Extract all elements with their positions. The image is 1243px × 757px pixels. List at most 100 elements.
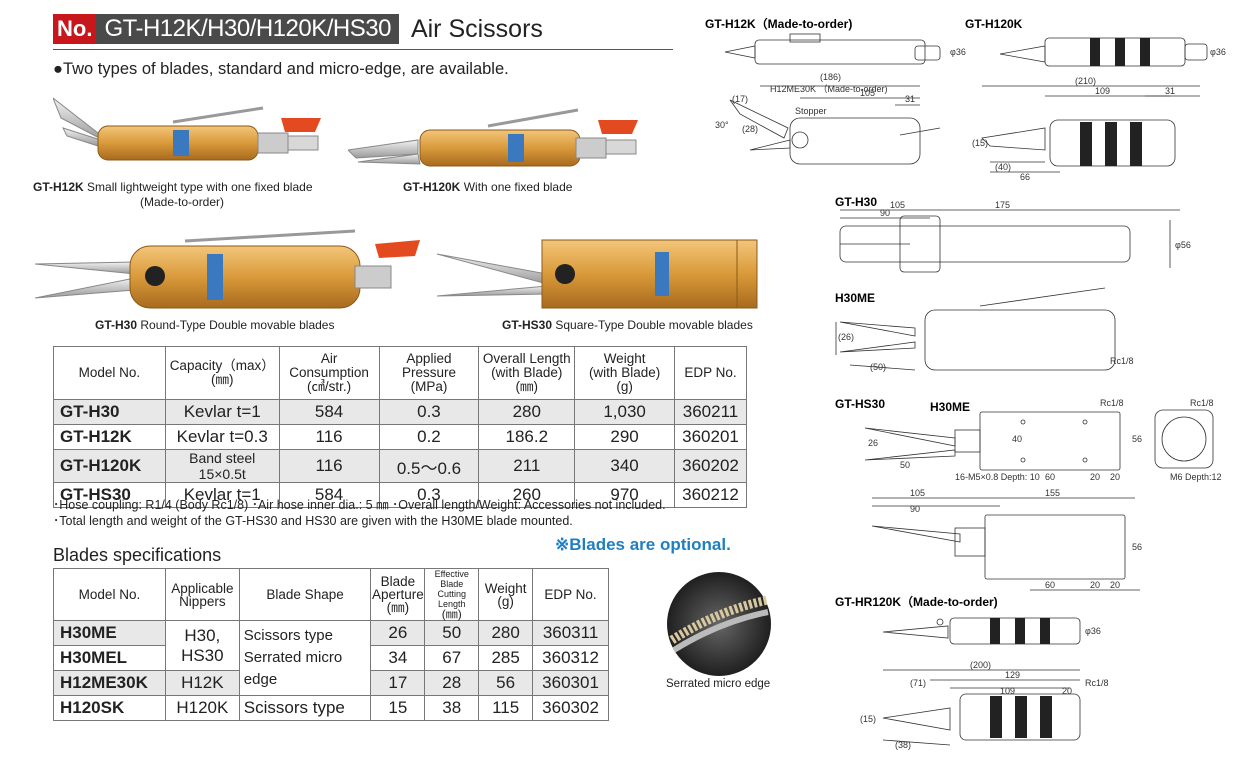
svg-text:90: 90 <box>880 208 890 218</box>
gt-h12k-desc: Small lightweight type with one fixed bl… <box>87 180 313 194</box>
svg-text:H12ME30K （Made-to-order): H12ME30K （Made-to-order) <box>770 84 888 94</box>
svg-text:(15): (15) <box>860 714 876 724</box>
col-weight: Weight(with Blade)(g) <box>574 346 675 400</box>
svg-text:Rc1/8: Rc1/8 <box>1190 398 1214 408</box>
svg-text:Rc1/8: Rc1/8 <box>1100 398 1124 408</box>
svg-text:M6 Depth:12: M6 Depth:12 <box>1170 472 1222 482</box>
drawing-label-h30: GT-H30 <box>835 195 877 209</box>
gt-h120k-photo <box>348 108 638 167</box>
svg-text:(210): (210) <box>1075 76 1096 86</box>
no-badge: No. <box>53 14 97 44</box>
spec-header-row: Model No. Capacity（max）(㎜) Air Consumpti… <box>53 346 748 400</box>
gt-h30-caption: GT-H30 Round-Type Double movable blades <box>95 318 334 332</box>
svg-text:(17): (17) <box>732 94 748 104</box>
svg-text:Stopper: Stopper <box>795 106 827 116</box>
svg-text:20: 20 <box>1110 472 1120 482</box>
drawing-label-hr120k: GT-HR120K（Made-to-order) <box>835 594 998 609</box>
svg-text:155: 155 <box>1045 488 1060 498</box>
col-model: Model No. <box>53 568 166 621</box>
serrated-edge-caption: Serrated micro edge <box>666 678 771 690</box>
drawing-label-hs30: GT-HS30 <box>835 397 885 411</box>
svg-text:φ56: φ56 <box>1175 240 1191 250</box>
gt-h120k-model: GT-H120K <box>403 180 461 194</box>
col-pressure: Applied Pressure(MPa) <box>378 346 480 400</box>
page-title: Air Scissors <box>410 14 543 43</box>
feature-bullet: ●Two types of blades, standard and micro… <box>53 60 509 78</box>
gt-h120k-caption: GT-H120K With one fixed blade <box>403 180 572 194</box>
svg-text:50: 50 <box>900 460 910 470</box>
gt-h12k-model: GT-H12K <box>33 180 84 194</box>
model-list: GT-H12K/H30/H120K/HS30 <box>96 14 399 44</box>
svg-text:20: 20 <box>1090 472 1100 482</box>
col-air: Air Consumption(㎤/str.) <box>278 346 380 400</box>
svg-text:(40): (40) <box>995 162 1011 172</box>
serrated-edge-photo <box>667 572 771 676</box>
svg-text:30°: 30° <box>715 120 729 130</box>
svg-text:(50): (50) <box>870 362 886 372</box>
svg-text:90: 90 <box>910 504 920 514</box>
col-length: Overall Length(with Blade)(㎜) <box>478 346 576 400</box>
gt-h12k-photo <box>53 97 321 161</box>
col-model: Model No. <box>53 346 166 400</box>
spec-table: Model No. Capacity（max）(㎜) Air Consumpti… <box>53 346 748 508</box>
svg-text:(38): (38) <box>895 740 911 750</box>
svg-text:Rc1/8: Rc1/8 <box>1085 678 1109 688</box>
page-header: No. GT-H12K/H30/H120K/HS30 Air Scissors <box>53 14 543 44</box>
svg-text:20: 20 <box>1090 580 1100 590</box>
svg-text:31: 31 <box>905 94 915 104</box>
gt-h30-desc: Round-Type Double movable blades <box>140 318 335 332</box>
svg-text:60: 60 <box>1045 472 1055 482</box>
gt-h12k-made-to-order: (Made-to-order) <box>140 195 225 209</box>
svg-text:φ36: φ36 <box>950 47 966 57</box>
gt-h30-model: GT-H30 <box>95 318 138 332</box>
gt-hs30-photo <box>437 239 758 309</box>
drawing-label-h120k: GT-H120K <box>965 17 1023 31</box>
svg-text:16-M5×0.8 Depth: 10: 16-M5×0.8 Depth: 10 <box>955 472 1040 482</box>
svg-text:(200): (200) <box>970 660 991 670</box>
drawing-label-hs30-h30me: H30ME <box>930 400 970 414</box>
svg-text:26: 26 <box>868 438 878 448</box>
svg-text:(28): (28) <box>742 124 758 134</box>
svg-text:(26): (26) <box>838 332 854 342</box>
svg-text:31: 31 <box>1165 86 1175 96</box>
col-capacity: Capacity（max）(㎜) <box>164 346 280 400</box>
spec-notes: ･Hose coupling: R1/4 (Body Rc1/8) ･Air h… <box>53 497 666 529</box>
gt-hs30-caption: GT-HS30 Square-Type Double movable blade… <box>502 318 753 332</box>
gt-hs30-model: GT-HS30 <box>502 318 553 332</box>
svg-text:φ36: φ36 <box>1085 626 1101 636</box>
svg-text:109: 109 <box>1000 686 1015 696</box>
svg-text:175: 175 <box>995 200 1010 210</box>
svg-text:105: 105 <box>910 488 925 498</box>
svg-text:109: 109 <box>1095 86 1110 96</box>
note-line: ･Hose coupling: R1/4 (Body Rc1/8) ･Air h… <box>53 498 666 512</box>
svg-text:φ36: φ36 <box>1210 47 1226 57</box>
svg-text:105: 105 <box>890 200 905 210</box>
technical-drawings: GT-H12K（Made-to-order) GT-H120K GT-H30 H… <box>705 16 1226 750</box>
svg-text:56: 56 <box>1132 542 1142 552</box>
gt-hs30-desc: Square-Type Double movable blades <box>555 318 753 332</box>
svg-text:(15): (15) <box>972 138 988 148</box>
drawing-label-h30me: H30ME <box>835 291 875 305</box>
note-line: ･Total length and weight of the GT-HS30 … <box>53 514 573 528</box>
svg-text:Rc1/8: Rc1/8 <box>1110 356 1134 366</box>
svg-text:66: 66 <box>1020 172 1030 182</box>
col-edp: EDP No. <box>532 568 609 621</box>
svg-text:40: 40 <box>1012 434 1022 444</box>
svg-text:60: 60 <box>1045 580 1055 590</box>
gt-h30-photo <box>35 229 420 309</box>
gt-h120k-desc: With one fixed blade <box>463 180 573 194</box>
svg-text:105: 105 <box>860 88 875 98</box>
drawing-label-h12k: GT-H12K（Made-to-order) <box>705 16 852 31</box>
